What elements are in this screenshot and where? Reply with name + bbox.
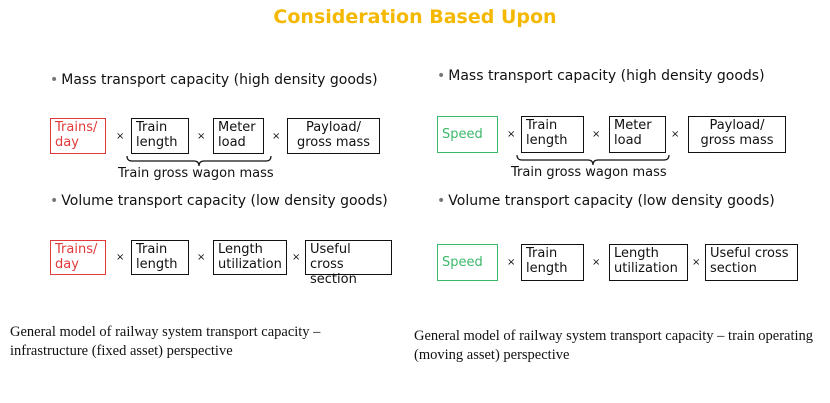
length-utilization-box: Length utilization — [213, 240, 287, 275]
meter-load-box: Meter load — [609, 116, 666, 153]
speed-box: Speed — [437, 116, 498, 153]
left-volume-heading-text: Volume transport capacity (low density g… — [61, 193, 388, 209]
left-caption: General model of railway system transpor… — [10, 324, 321, 359]
right-volume-heading: •Volume transport capacity (low density … — [437, 193, 775, 209]
multiply-icon: × — [592, 257, 601, 268]
multiply-icon: × — [292, 252, 301, 263]
left-mass-heading-text: Mass transport capacity (high density go… — [61, 72, 378, 88]
multiply-icon: × — [671, 129, 680, 140]
bullet-icon: • — [437, 68, 446, 84]
bullet-icon: • — [50, 72, 59, 88]
brace-label: Train gross wagon mass — [511, 165, 667, 180]
trains-per-day-box: Trains/ day — [50, 118, 106, 154]
right-volume-heading-text: Volume transport capacity (low density g… — [448, 193, 775, 209]
bullet-icon: • — [437, 193, 446, 209]
multiply-icon: × — [272, 131, 281, 142]
useful-cross-section-box: Useful cross section — [305, 240, 392, 287]
left-mass-heading: •Mass transport capacity (high density g… — [50, 72, 378, 88]
train-length-box: Train length — [521, 116, 584, 153]
train-length-box: Train length — [521, 244, 584, 281]
brace-label: Train gross wagon mass — [118, 166, 274, 181]
multiply-icon: × — [116, 131, 125, 142]
multiply-icon: × — [507, 257, 516, 268]
brace-icon — [516, 154, 670, 166]
train-length-box: Train length — [131, 240, 189, 275]
speed-box: Speed — [437, 244, 498, 281]
multiply-icon: × — [116, 252, 125, 263]
left-volume-heading: •Volume transport capacity (low density … — [50, 193, 388, 209]
bullet-icon: • — [50, 193, 59, 209]
right-mass-heading: •Mass transport capacity (high density g… — [437, 68, 765, 84]
page-title: Consideration Based Upon — [273, 6, 557, 28]
length-utilization-box: Length utilization — [609, 244, 688, 281]
payload-gross-mass-box: Payload/ gross mass — [688, 116, 786, 153]
multiply-icon: × — [197, 252, 206, 263]
brace-icon — [126, 155, 272, 167]
multiply-icon: × — [507, 129, 516, 140]
multiply-icon: × — [197, 131, 206, 142]
useful-cross-section-box: Useful cross section — [705, 244, 798, 281]
payload-gross-mass-box: Payload/ gross mass — [287, 118, 380, 154]
right-caption: General model of railway system transpor… — [414, 328, 814, 363]
train-length-box: Train length — [131, 118, 189, 154]
multiply-icon: × — [692, 257, 701, 268]
right-mass-heading-text: Mass transport capacity (high density go… — [448, 68, 765, 84]
meter-load-box: Meter load — [213, 118, 264, 154]
multiply-icon: × — [592, 129, 601, 140]
trains-per-day-box: Trains/ day — [50, 240, 106, 275]
